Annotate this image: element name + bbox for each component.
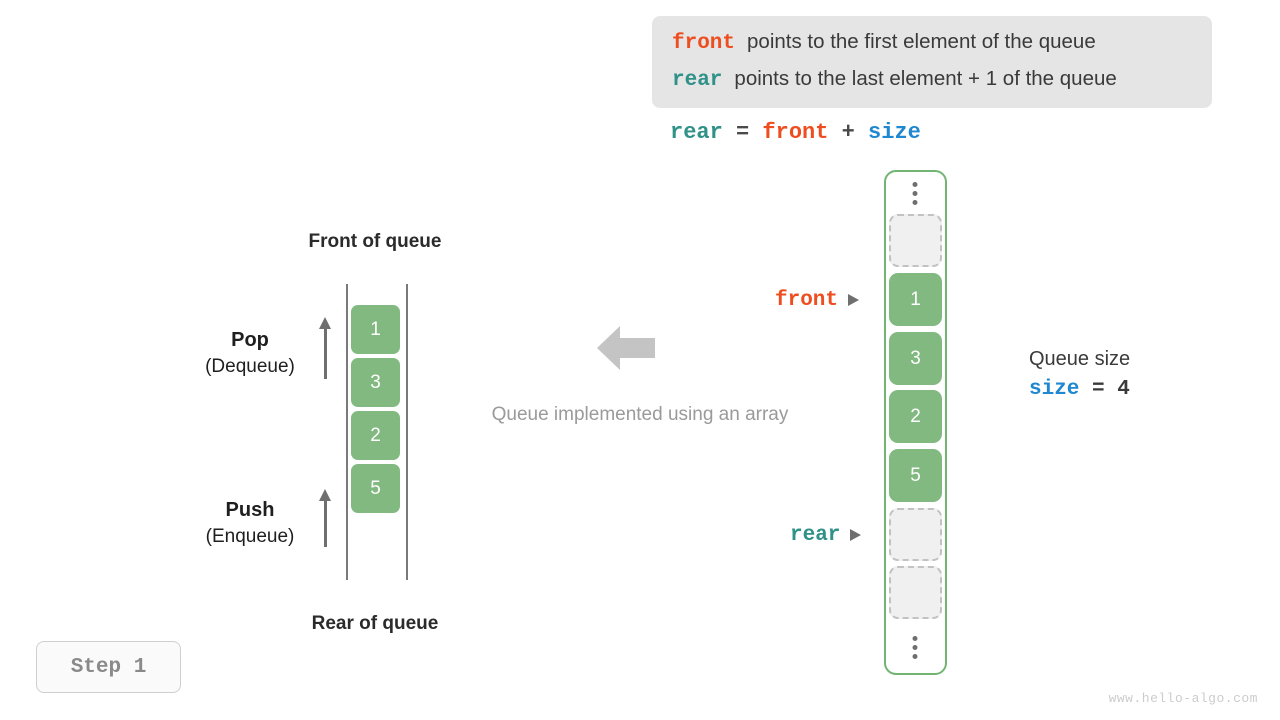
queue-size-block: Queue size size = 4 xyxy=(1029,344,1130,406)
formula-size: size xyxy=(868,120,921,145)
rear-description: points to the last element + 1 of the qu… xyxy=(734,67,1117,90)
rear-pointer: rear xyxy=(790,522,862,548)
queue-cell: 2 xyxy=(351,411,400,460)
push-subtitle: (Enqueue) xyxy=(205,526,295,547)
array-slot-filled: 3 xyxy=(889,332,942,385)
pointer-legend-box: front points to the first element of the… xyxy=(652,16,1212,108)
array-slot-filled: 2 xyxy=(889,390,942,443)
size-keyword: size xyxy=(1029,378,1080,401)
pop-operation-label: Pop (Dequeue) xyxy=(160,328,340,380)
array-slot-empty xyxy=(889,508,942,561)
queue-size-title: Queue size xyxy=(1029,348,1131,370)
size-equals: = xyxy=(1092,378,1105,401)
push-title: Push xyxy=(225,499,275,521)
legend-line-front: front points to the first element of the… xyxy=(672,30,1192,67)
rear-keyword: rear xyxy=(672,69,723,92)
array-slot-filled: 1 xyxy=(889,273,942,326)
legend-line-rear: rear points to the last element + 1 of t… xyxy=(672,67,1192,104)
pop-arrow-icon xyxy=(318,317,332,379)
array-slot-empty xyxy=(889,214,942,267)
push-arrow-icon xyxy=(318,489,332,547)
front-description: points to the first element of the queue xyxy=(747,30,1096,53)
pop-subtitle: (Dequeue) xyxy=(205,356,295,377)
array-container xyxy=(884,170,947,675)
left-arrow-icon xyxy=(597,326,655,370)
front-pointer-label: front xyxy=(775,288,839,312)
formula-rear: rear xyxy=(670,120,723,145)
array-ellipsis-top xyxy=(912,182,918,205)
array-ellipsis-bottom xyxy=(912,636,918,659)
queue-rail-right xyxy=(406,284,408,580)
pointer-triangle-icon xyxy=(850,529,862,541)
front-of-queue-label: Front of queue xyxy=(308,231,442,252)
queue-cell: 5 xyxy=(351,464,400,513)
rear-pointer-label: rear xyxy=(790,523,841,547)
queue-rail-left xyxy=(346,284,348,580)
formula-plus: + xyxy=(841,120,855,145)
front-pointer: front xyxy=(775,287,860,313)
size-value: 4 xyxy=(1117,378,1130,401)
watermark: www.hello-algo.com xyxy=(1108,691,1258,706)
front-keyword: front xyxy=(672,32,736,55)
pop-title: Pop xyxy=(231,329,269,351)
push-operation-label: Push (Enqueue) xyxy=(160,498,340,550)
pointer-triangle-icon xyxy=(848,294,860,306)
rear-of-queue-label: Rear of queue xyxy=(311,613,439,634)
step-badge: Step 1 xyxy=(36,641,181,693)
array-slot-filled: 5 xyxy=(889,449,942,502)
formula-front: front xyxy=(762,120,829,145)
queue-size-expression: size = 4 xyxy=(1029,374,1130,406)
array-slot-empty xyxy=(889,566,942,619)
queue-cell: 3 xyxy=(351,358,400,407)
formula-equals: = xyxy=(736,120,750,145)
diagram-caption: Queue implemented using an array xyxy=(491,404,789,425)
rear-formula: rear = front + size xyxy=(670,120,921,145)
queue-cell: 1 xyxy=(351,305,400,354)
